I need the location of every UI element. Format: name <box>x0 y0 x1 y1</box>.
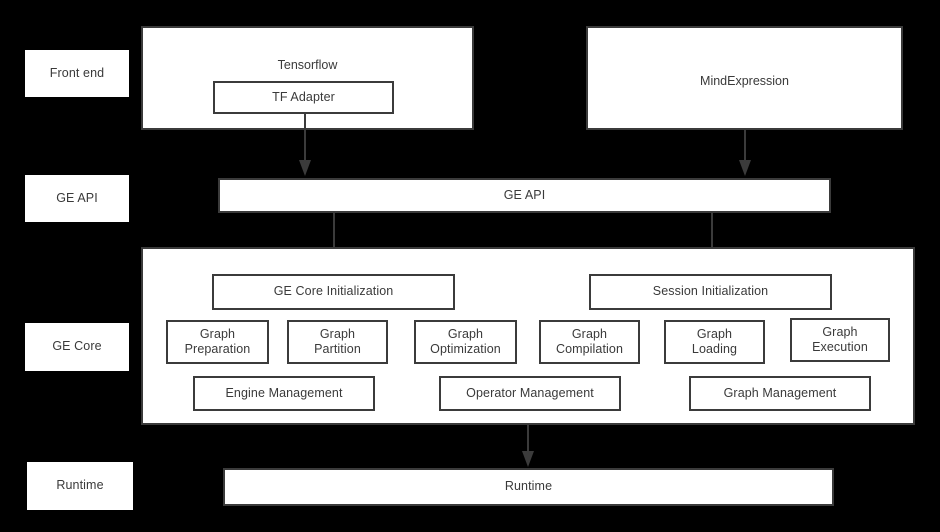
module-graph-preparation-label: Graph Preparation <box>184 326 251 356</box>
mindexpression-container: MindExpression <box>586 26 903 130</box>
layer-label-front-end: Front end <box>25 50 129 97</box>
management-graph-label: Graph Management <box>723 385 837 400</box>
module-graph-preparation[interactable]: Graph Preparation <box>166 320 269 364</box>
layer-label-ge-api-text: GE API <box>56 190 98 205</box>
arrow-mindexpression-to-ge-api <box>736 130 754 178</box>
module-graph-optimization[interactable]: Graph Optimization <box>414 320 517 364</box>
session-initialization-label: Session Initialization <box>652 284 769 299</box>
layer-label-ge-api: GE API <box>25 175 129 222</box>
management-operator-label: Operator Management <box>466 385 594 400</box>
management-graph[interactable]: Graph Management <box>689 376 871 411</box>
layer-label-runtime-text: Runtime <box>56 478 104 493</box>
layer-label-ge-core-text: GE Core <box>52 339 102 354</box>
management-operator[interactable]: Operator Management <box>439 376 621 411</box>
arrow-tf-adapter-to-ge-api <box>296 114 314 178</box>
tf-adapter-box[interactable]: TF Adapter <box>213 81 394 114</box>
runtime-bar[interactable]: Runtime <box>223 468 834 506</box>
tf-adapter-label: TF Adapter <box>272 89 335 104</box>
ge-api-bar[interactable]: GE API <box>218 178 831 213</box>
module-graph-partition[interactable]: Graph Partition <box>287 320 388 364</box>
session-initialization-box[interactable]: Session Initialization <box>589 274 832 310</box>
arrow-ge-core-to-runtime <box>519 425 537 469</box>
module-graph-compilation[interactable]: Graph Compilation <box>539 320 640 364</box>
runtime-bar-label: Runtime <box>504 479 553 494</box>
ge-core-initialization-label: GE Core Initialization <box>273 284 394 299</box>
module-graph-partition-label: Graph Partition <box>314 326 361 356</box>
layer-label-ge-core: GE Core <box>25 323 129 371</box>
management-engine[interactable]: Engine Management <box>193 376 375 411</box>
layer-label-front-end-text: Front end <box>49 65 105 80</box>
layer-label-runtime: Runtime <box>27 462 133 510</box>
management-engine-label: Engine Management <box>225 385 343 400</box>
module-graph-compilation-label: Graph Compilation <box>555 326 624 356</box>
ge-api-bar-label: GE API <box>503 187 546 202</box>
tensorflow-label: Tensorflow <box>277 58 338 72</box>
ge-core-initialization-box[interactable]: GE Core Initialization <box>212 274 455 310</box>
module-graph-loading[interactable]: Graph Loading <box>664 320 765 364</box>
module-graph-loading-label: Graph Loading <box>691 326 738 356</box>
module-graph-execution-label: Graph Execution <box>812 324 868 354</box>
mindexpression-label: MindExpression <box>700 74 789 88</box>
module-graph-execution[interactable]: Graph Execution <box>790 318 890 362</box>
module-graph-optimization-label: Graph Optimization <box>430 326 501 356</box>
